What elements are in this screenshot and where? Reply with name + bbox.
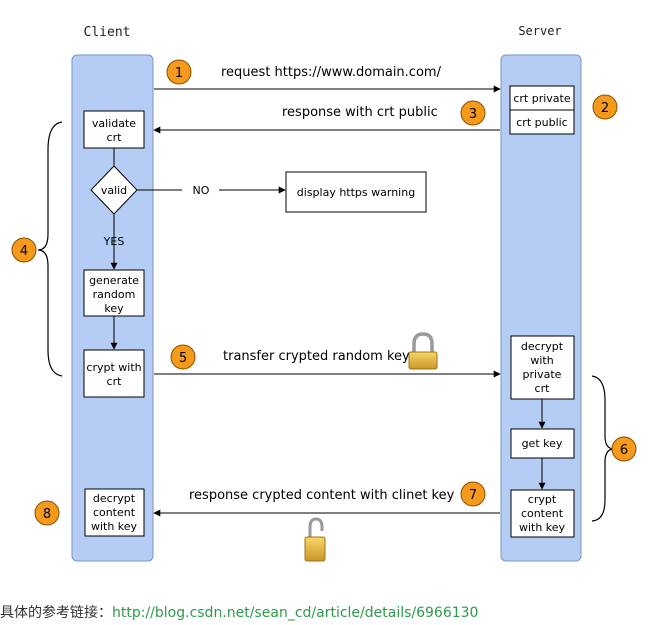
step-6-number: 6 (620, 443, 628, 458)
valid-decision-diamond: valid (90, 165, 138, 215)
decrypt-with-private-crt-box: decrypt with private crt (510, 335, 575, 400)
crypt-crt-line-2: crt (107, 375, 123, 388)
decrypt-private-line-4: crt (535, 382, 551, 395)
step-4-badge: 4 (11, 237, 37, 263)
validate-crt-line-1: validate (92, 117, 136, 130)
step-1-number: 1 (175, 66, 183, 81)
client-steps-bracket (37, 121, 63, 377)
get-key-label: get key (522, 437, 563, 450)
crypt-with-crt-box: crypt with crt (83, 349, 145, 398)
step-3-badge: 3 (460, 100, 486, 126)
no-label: NO (193, 184, 210, 197)
request-label: request https://www.domain.com/ (221, 65, 442, 80)
validate-crt-line-2: crt (107, 131, 123, 144)
step-1-badge: 1 (166, 59, 192, 85)
step-7-number: 7 (469, 488, 477, 503)
step-2-badge: 2 (592, 94, 618, 120)
client-lane-title: Client (84, 25, 131, 40)
decrypt-content-line-2: content (93, 506, 136, 519)
https-handshake-diagram: Client Server validate crt valid YES NO … (11, 24, 637, 562)
step-6-badge: 6 (611, 436, 637, 462)
reference-link[interactable]: http://blog.csdn.net/sean_cd/article/det… (112, 605, 479, 621)
decrypt-content-line-1: decrypt (93, 492, 136, 505)
reference-footer: 具体的参考链接：http://blog.csdn.net/sean_cd/art… (0, 602, 478, 622)
display-https-warning-box: display https warning (285, 171, 427, 213)
step-7-badge: 7 (460, 481, 486, 507)
server-lane-title: Server (518, 24, 561, 38)
step-3-number: 3 (469, 107, 477, 122)
generate-random-key-box: generate random key (83, 269, 145, 317)
generate-line-1: generate (89, 274, 139, 287)
crypt-content-box: crypt content with key (510, 489, 575, 538)
step-2-number: 2 (601, 101, 609, 116)
reference-prefix: 具体的参考链接： (0, 605, 112, 621)
open-padlock-icon (304, 517, 326, 562)
step-4-number: 4 (20, 244, 28, 259)
crt-private-box: crt private (509, 85, 575, 111)
decrypt-private-line-2: with (530, 354, 553, 367)
valid-label: valid (101, 184, 127, 197)
validate-crt-box: validate crt (83, 110, 145, 149)
response-crt-label: response with crt public (282, 105, 438, 120)
crt-public-box: crt public (509, 109, 575, 135)
decrypt-content-line-3: with key (91, 520, 138, 533)
step-8-number: 8 (43, 507, 51, 522)
closed-padlock-icon (408, 332, 438, 370)
crypt-content-line-3: with key (519, 521, 566, 534)
generate-line-2: random (93, 288, 136, 301)
decrypt-private-line-1: decrypt (521, 340, 564, 353)
crt-private-label: crt private (513, 92, 571, 105)
response-content-label: response crypted content with clinet key (189, 488, 455, 503)
decrypt-private-line-3: private (523, 368, 562, 381)
step-8-badge: 8 (34, 500, 60, 526)
crt-public-label: crt public (516, 116, 567, 129)
get-key-box: get key (510, 428, 575, 459)
transfer-key-label: transfer crypted random key (223, 349, 410, 364)
crypt-content-line-1: crypt (528, 493, 557, 506)
crypt-content-line-2: content (521, 507, 564, 520)
server-steps-bracket (591, 375, 615, 522)
yes-label: YES (103, 235, 125, 248)
step-5-number: 5 (179, 351, 187, 366)
decrypt-content-box: decrypt content with key (84, 488, 145, 537)
step-5-badge: 5 (170, 344, 196, 370)
crypt-crt-line-1: crypt with (86, 361, 141, 374)
generate-line-3: key (104, 302, 124, 315)
warning-label: display https warning (297, 186, 415, 199)
